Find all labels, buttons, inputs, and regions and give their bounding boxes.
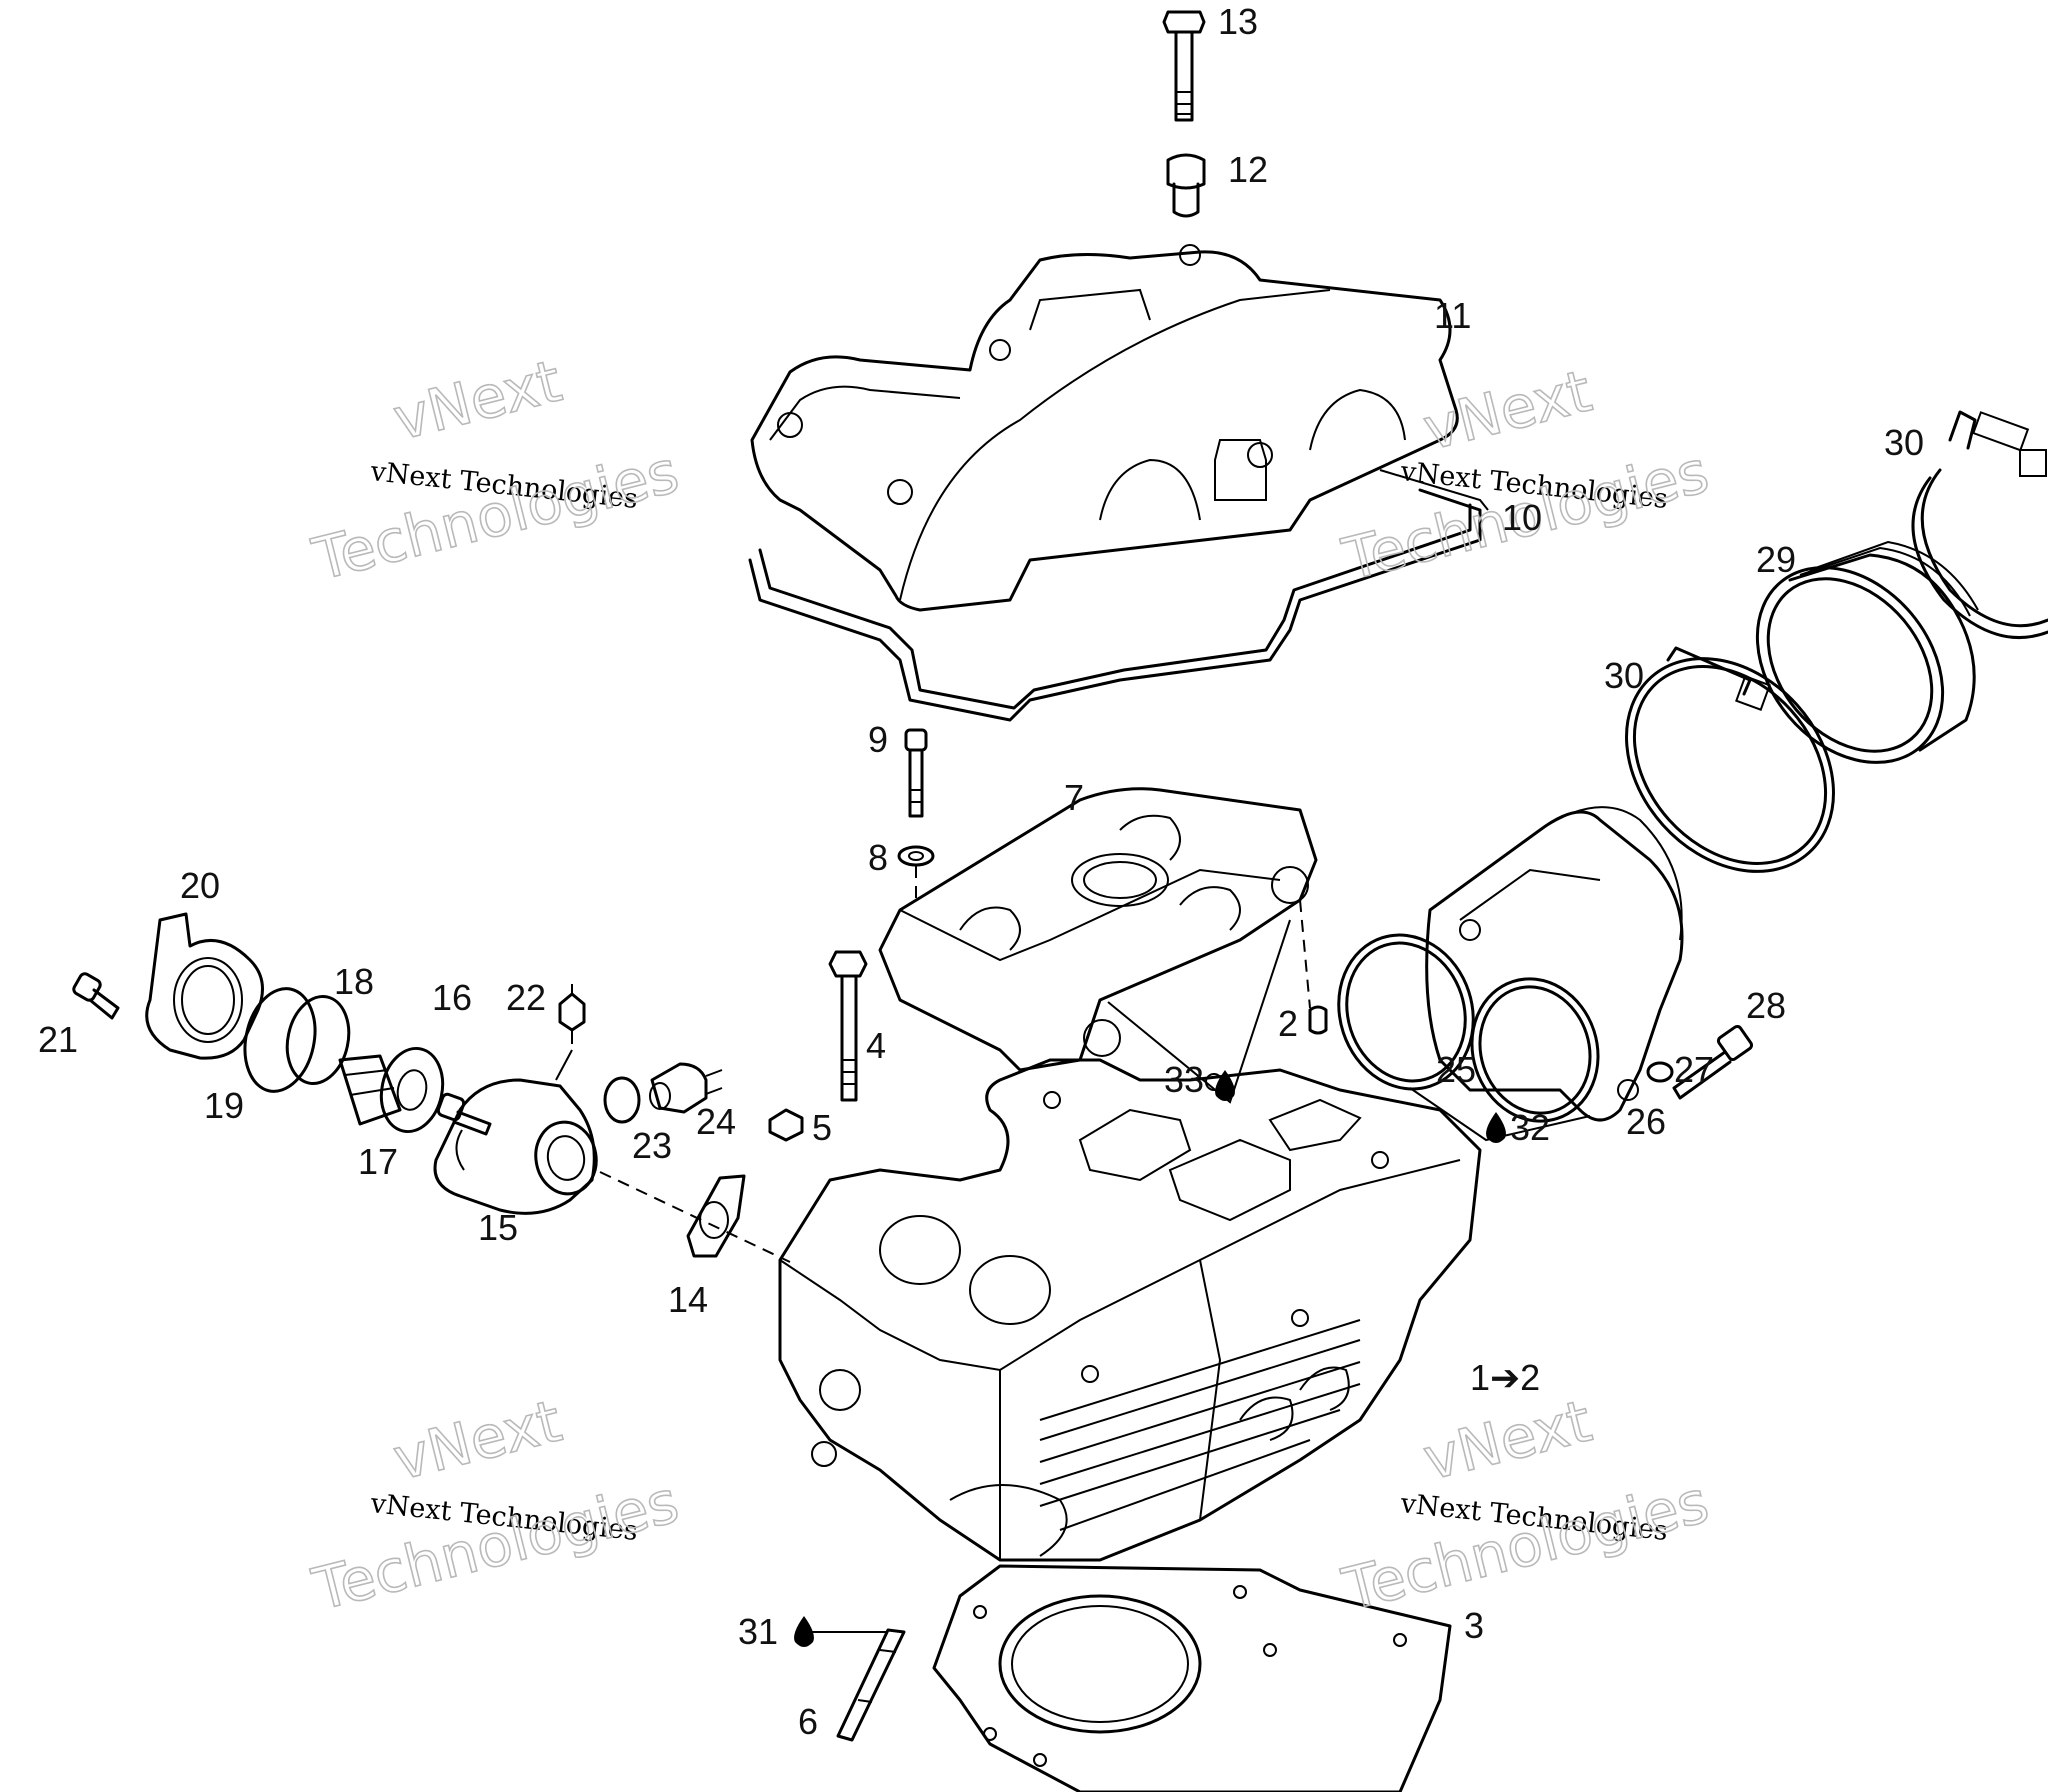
callout-20: 20 bbox=[180, 865, 220, 906]
callout-26: 26 bbox=[1626, 1101, 1666, 1142]
callout-15: 15 bbox=[478, 1207, 518, 1248]
part-9-screw bbox=[904, 728, 928, 818]
callout-16: 16 bbox=[432, 977, 472, 1018]
watermark-vnext-text: vNext bbox=[387, 347, 568, 454]
part-30-clamp-upper bbox=[1911, 410, 2048, 639]
part-25-o-rings bbox=[1337, 933, 1600, 1123]
callout-2: 2 bbox=[1278, 1003, 1298, 1044]
part-5-nut bbox=[768, 1108, 804, 1142]
callout-32: 32 bbox=[1510, 1107, 1550, 1148]
part-11-valve-cover bbox=[750, 244, 1459, 612]
part-23-o-ring bbox=[603, 1076, 641, 1124]
callout-31: 31 bbox=[738, 1611, 778, 1652]
callout-18: 18 bbox=[334, 961, 374, 1002]
part-27-washer bbox=[1646, 1061, 1674, 1083]
part-14-gasket bbox=[686, 1174, 746, 1258]
callout-9: 9 bbox=[868, 719, 888, 760]
callout-27: 27 bbox=[1674, 1049, 1714, 1090]
callout-4: 4 bbox=[866, 1025, 886, 1066]
callout-14: 14 bbox=[668, 1279, 708, 1320]
drop-icon bbox=[1486, 1112, 1506, 1143]
part-17-thermostat bbox=[338, 1046, 445, 1134]
callout-6: 6 bbox=[798, 1701, 818, 1742]
watermark-tech-text: Technologies bbox=[306, 437, 685, 593]
watermark-tech-text: Technologies bbox=[1336, 1467, 1715, 1623]
part-26-intake-manifold bbox=[1425, 806, 1684, 1122]
part-3-head-gasket bbox=[932, 1564, 1452, 1792]
callout-33: 33 bbox=[1164, 1059, 1204, 1100]
callout-13: 13 bbox=[1218, 1, 1258, 42]
watermark-bottom-left: vNext vNext Technologies Technologies bbox=[305, 1386, 686, 1625]
drop-icon bbox=[1215, 1070, 1235, 1101]
callout-30-lower: 30 bbox=[1604, 655, 1644, 696]
callout-5: 5 bbox=[812, 1107, 832, 1148]
part-29-intake-boot bbox=[1755, 540, 1979, 764]
part-19-o-ring bbox=[243, 987, 317, 1093]
watermark-bottom-right: vNext vNext Technologies Technologies bbox=[1335, 1386, 1716, 1625]
callout-25: 25 bbox=[1436, 1049, 1476, 1090]
part-20-thermostat-cover bbox=[145, 912, 264, 1060]
part-16-bolt bbox=[436, 1092, 492, 1136]
part-18-circlip bbox=[285, 995, 351, 1085]
part-28-screw bbox=[1672, 1024, 1754, 1100]
callout-1-to-2: 1➔2 bbox=[1470, 1357, 1540, 1398]
part-10-cover-gasket bbox=[748, 469, 1489, 722]
callout-22: 22 bbox=[506, 977, 546, 1018]
part-21-bolt bbox=[72, 972, 120, 1020]
watermark-tech-text: Technologies bbox=[306, 1467, 685, 1623]
part-24-sender bbox=[649, 1062, 723, 1114]
part-4-long-bolt bbox=[828, 950, 868, 1102]
part-8-washer bbox=[897, 845, 935, 867]
callout-7: 7 bbox=[1064, 777, 1084, 818]
part-6-stud bbox=[836, 1628, 906, 1742]
watermark-vnext-text: vNext bbox=[1417, 1387, 1598, 1494]
part-22-sensor bbox=[558, 984, 586, 1044]
watermark-top-right: vNext vNext Technologies Technologies bbox=[1335, 356, 1716, 595]
part-7-cam-cap bbox=[878, 787, 1318, 1072]
callout-19: 19 bbox=[204, 1085, 244, 1126]
callout-29: 29 bbox=[1756, 539, 1796, 580]
part-2-dowel bbox=[1308, 1005, 1328, 1035]
callout-8: 8 bbox=[868, 837, 888, 878]
part-30-clamp-lower bbox=[1625, 646, 1835, 873]
watermark-vnext-text: vNext bbox=[387, 1387, 568, 1494]
callout-24: 24 bbox=[696, 1101, 736, 1142]
part-12-grommet bbox=[1166, 153, 1206, 218]
callout-3: 3 bbox=[1464, 1605, 1484, 1646]
callout-21: 21 bbox=[38, 1019, 78, 1060]
part-13-bolt bbox=[1162, 10, 1206, 122]
part-15-outlet-housing bbox=[433, 1078, 598, 1215]
callout-17: 17 bbox=[358, 1141, 398, 1182]
callout-28: 28 bbox=[1746, 985, 1786, 1026]
callout-12: 12 bbox=[1228, 149, 1268, 190]
callout-23: 23 bbox=[632, 1125, 672, 1166]
drop-icon bbox=[794, 1616, 814, 1647]
watermark-top-left: vNext vNext Technologies Technologies bbox=[305, 346, 686, 595]
callout-10: 10 bbox=[1502, 497, 1542, 538]
part-1-cylinder-head bbox=[778, 1058, 1482, 1562]
callout-30-upper: 30 bbox=[1884, 422, 1924, 463]
callout-11: 11 bbox=[1434, 295, 1471, 336]
